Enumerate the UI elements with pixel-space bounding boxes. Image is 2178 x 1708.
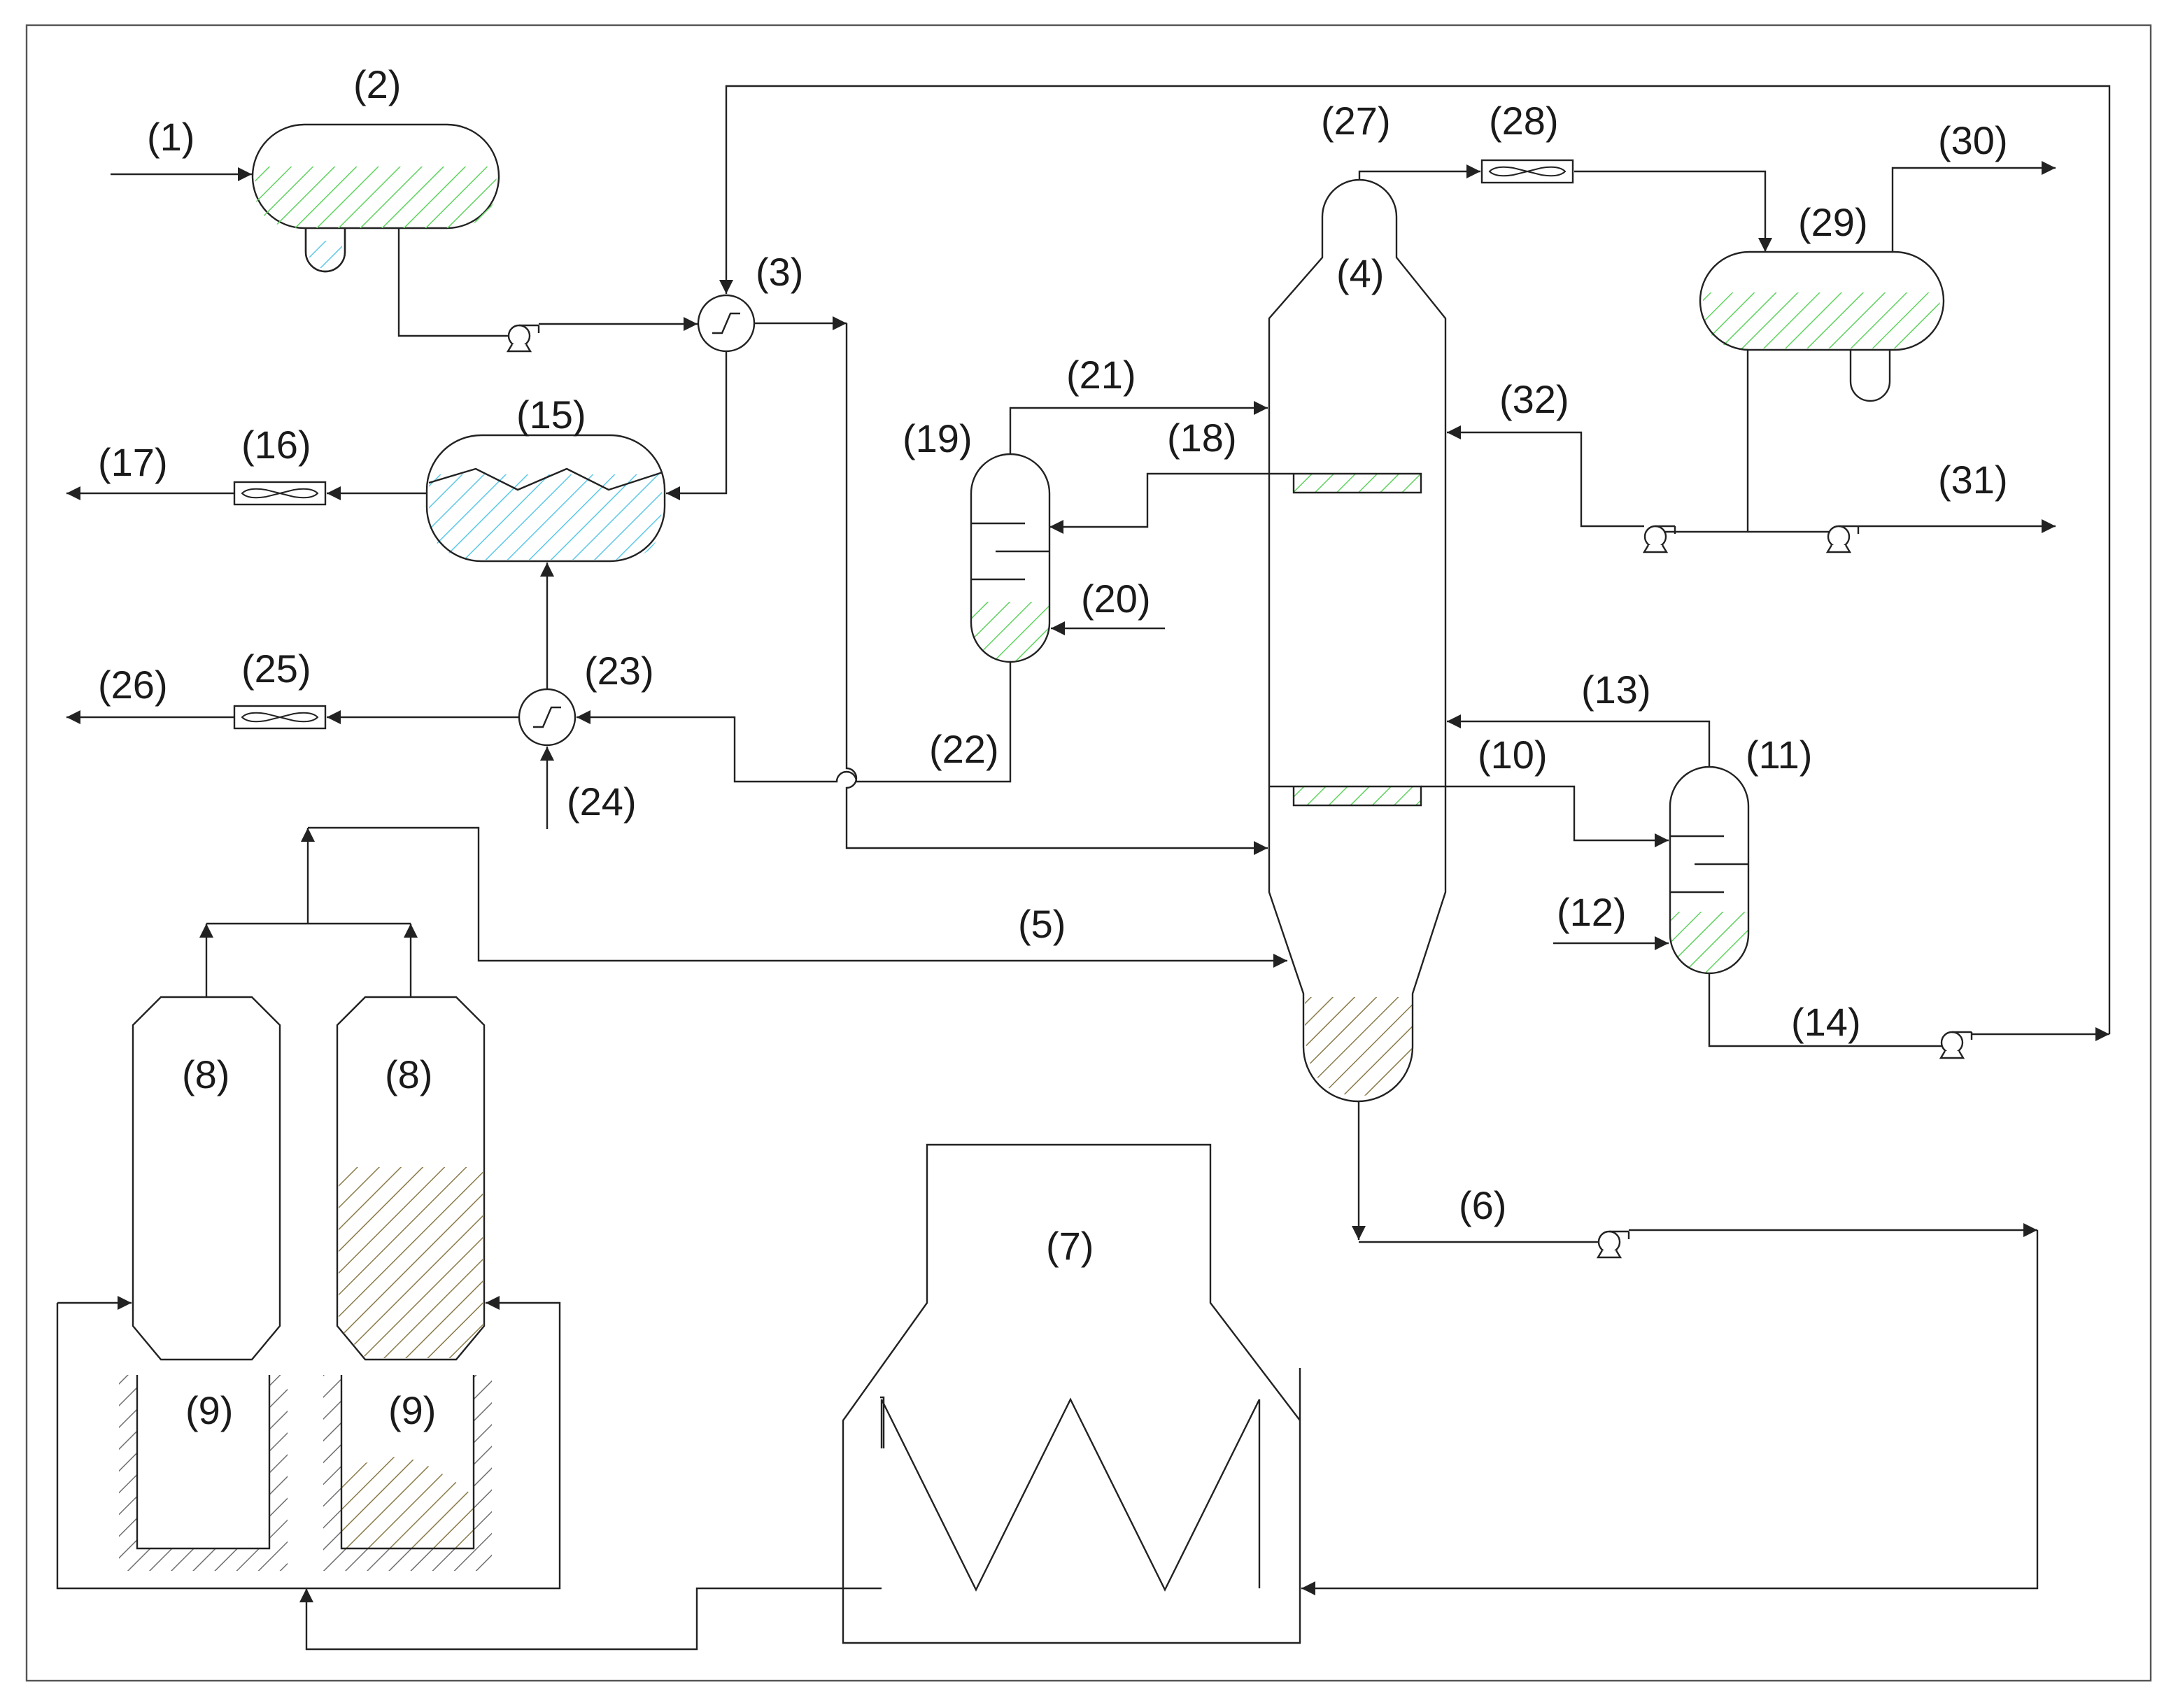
air-cooler-28 (1480, 159, 1574, 184)
label-19: (19) (903, 416, 973, 460)
label-13: (13) (1581, 668, 1651, 712)
label-9-left: (9) (185, 1388, 233, 1432)
label-16: (16) (241, 423, 311, 467)
separator-15 (425, 434, 666, 563)
label-22: (22) (929, 727, 999, 771)
label-11: (11) (1746, 733, 1812, 777)
label-26: (26) (98, 663, 168, 707)
label-10: (10) (1478, 733, 1548, 777)
process-lines (56, 85, 2111, 1651)
heat-exchanger-23 (518, 688, 577, 747)
label-27: (27) (1321, 99, 1391, 143)
heat-exchanger-3 (697, 294, 756, 353)
label-15: (15) (516, 393, 586, 437)
vessel-9-left (119, 1375, 288, 1571)
label-32: (32) (1499, 377, 1569, 421)
reactor-8-left (132, 996, 281, 1361)
pump-distillate (1826, 525, 1860, 553)
stripper-11 (1669, 765, 1750, 975)
stripper-19 (970, 453, 1051, 663)
air-cooler-16 (233, 481, 327, 506)
label-12: (12) (1557, 890, 1627, 934)
label-20: (20) (1081, 577, 1151, 621)
label-7: (7) (1046, 1224, 1094, 1268)
label-18: (18) (1167, 416, 1237, 460)
label-8-right: (8) (385, 1052, 432, 1096)
label-5: (5) (1018, 902, 1066, 946)
reflux-drum-29 (1699, 250, 1945, 402)
label-30: (30) (1938, 118, 2008, 162)
main-column (1268, 178, 1447, 1103)
label-25: (25) (241, 647, 311, 691)
pump-sidestream-14 (1939, 1031, 1973, 1059)
furnace-7 (842, 1143, 1301, 1644)
air-cooler-25 (233, 705, 327, 730)
label-29: (29) (1798, 200, 1868, 244)
label-4: (4) (1336, 251, 1384, 295)
pump-feed (507, 324, 540, 353)
stream-labels: (1) (2) (3) (4) (5) (6) (7) (8) (8) (9) … (98, 62, 2008, 1432)
feed-drum (251, 123, 500, 273)
label-23: (23) (584, 649, 654, 693)
vessel-9-right (323, 1375, 492, 1571)
label-3: (3) (756, 250, 803, 294)
label-21: (21) (1066, 353, 1136, 397)
pump-reflux (1643, 525, 1676, 553)
label-9-right: (9) (388, 1388, 436, 1432)
label-17: (17) (98, 440, 168, 484)
diagram-border (25, 24, 2152, 1682)
pump-bottoms (1597, 1230, 1630, 1259)
label-2: (2) (353, 62, 401, 106)
label-8-left: (8) (182, 1052, 229, 1096)
label-1: (1) (147, 115, 195, 159)
label-6: (6) (1459, 1183, 1506, 1227)
label-14: (14) (1791, 1000, 1861, 1044)
label-31: (31) (1938, 458, 2008, 502)
label-28: (28) (1489, 99, 1559, 143)
label-24: (24) (567, 779, 637, 824)
reactor-8-right (336, 996, 486, 1361)
